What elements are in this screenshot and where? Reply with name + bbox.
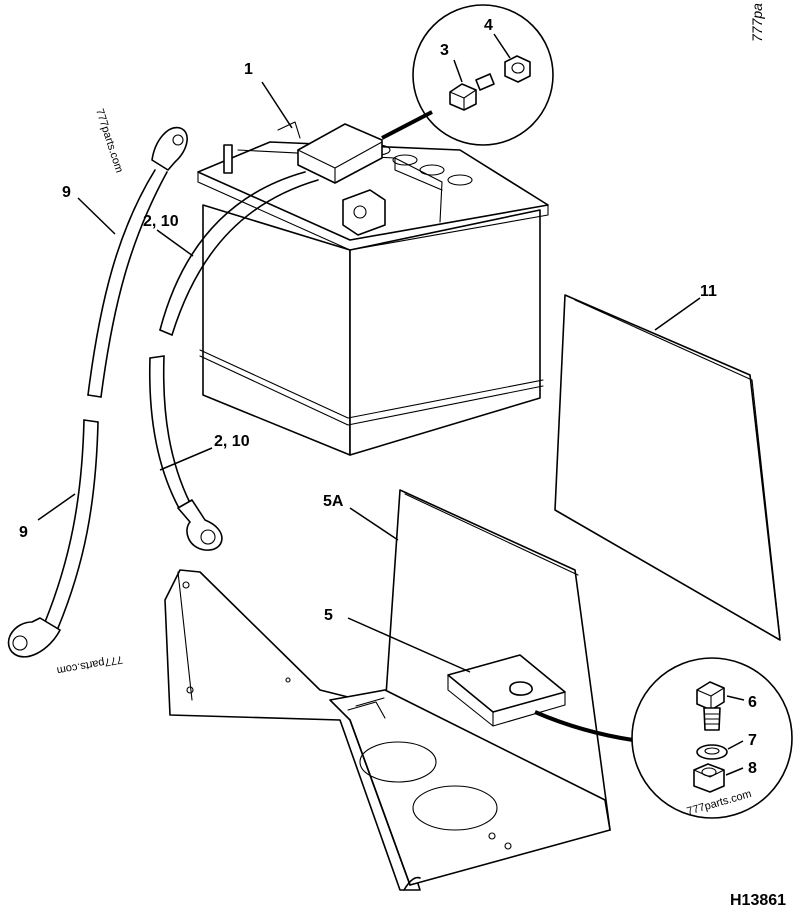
- cable-9-lower: [7, 419, 99, 658]
- clamp-bracket: [447, 654, 634, 742]
- cable-9-upper: [87, 126, 188, 398]
- insulator-plate: [554, 294, 781, 641]
- battery-tray: [164, 489, 611, 891]
- callout-2-10-lower: 2, 10: [214, 433, 250, 450]
- fastener-detail-upper: [381, 4, 554, 146]
- callout-9-upper: 9: [62, 184, 71, 201]
- callout-9-lower: 9: [19, 524, 28, 541]
- callout-7: 7: [748, 732, 757, 749]
- callout-5: 5: [324, 607, 333, 624]
- callout-1: 1: [244, 61, 253, 78]
- watermark-cable-upper: 777parts.com: [93, 107, 125, 174]
- callout-5a: 5A: [323, 493, 344, 510]
- callout-2-10-upper: 2, 10: [143, 213, 179, 230]
- callout-6: 6: [748, 694, 757, 711]
- fastener-detail-lower: [631, 657, 793, 819]
- watermark-top-right: 777pa: [749, 3, 765, 42]
- cable-2-10-lower: [148, 355, 223, 551]
- battery: [197, 121, 549, 456]
- callout-3: 3: [440, 42, 449, 59]
- drawing-number: H13861: [730, 892, 786, 909]
- callout-labels: 1 2, 10 2, 10 3 4 5 5A 6 7 8 9 9 11: [19, 17, 757, 777]
- callout-8: 8: [748, 760, 757, 777]
- watermark-cable-lower: 777parts.com: [56, 653, 124, 676]
- callout-11: 11: [700, 283, 717, 300]
- leader-lines: [37, 33, 745, 776]
- callout-4: 4: [484, 17, 493, 34]
- cable-2-10-upper: [159, 171, 319, 336]
